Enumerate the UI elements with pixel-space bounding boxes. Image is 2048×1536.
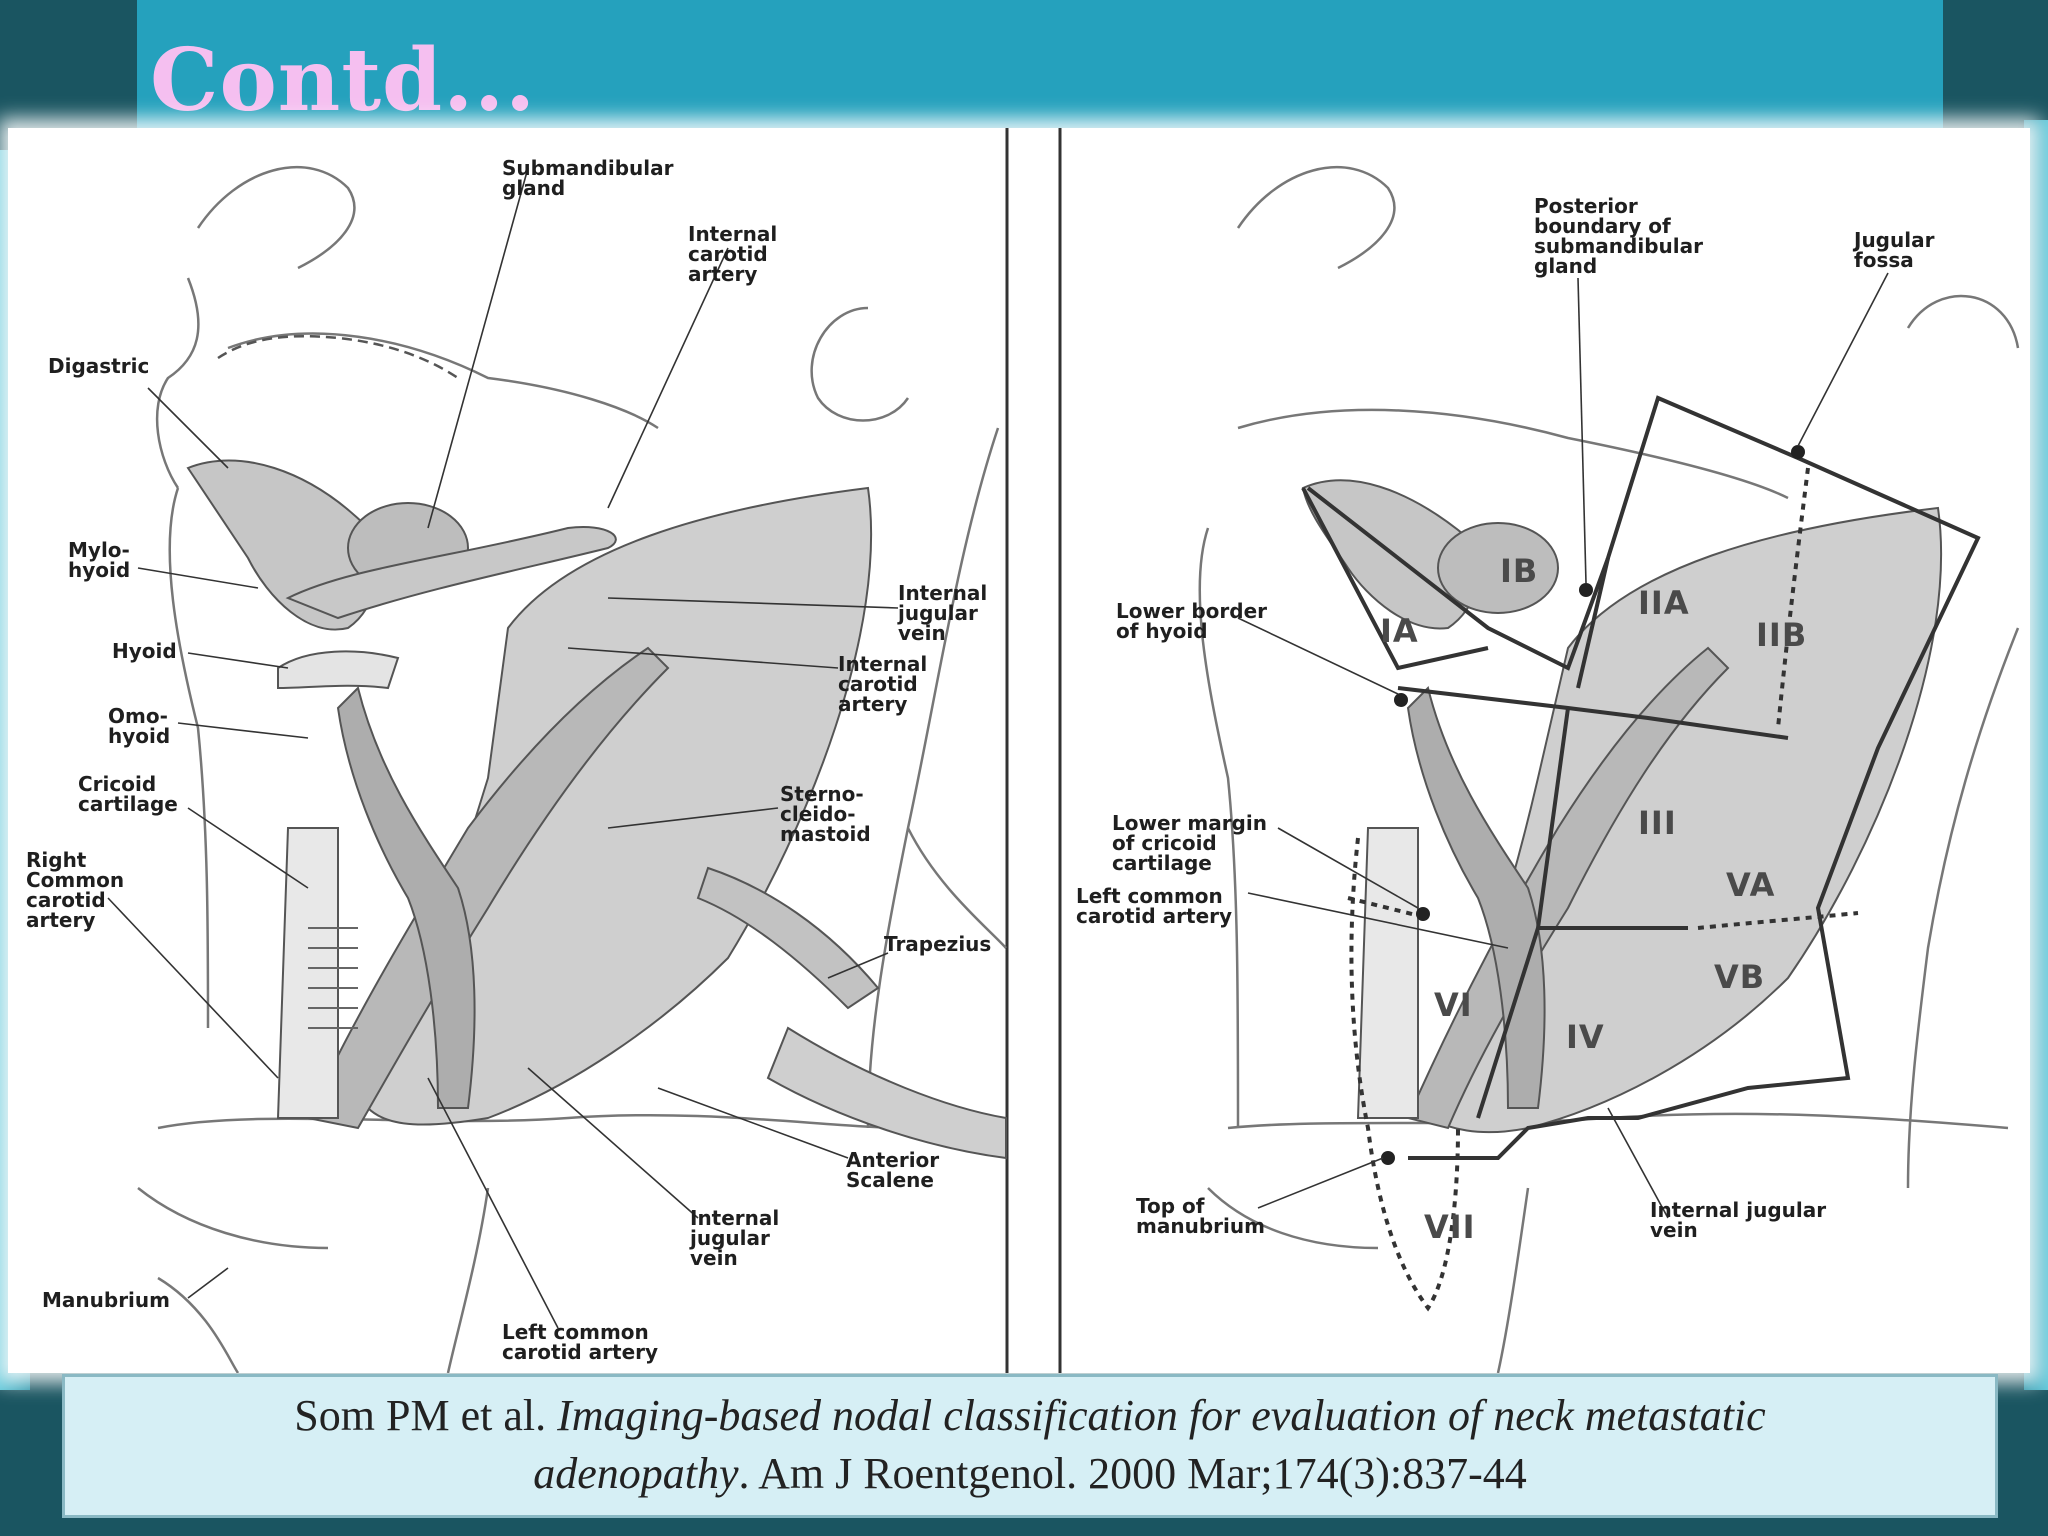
right-markers [1381, 445, 1805, 1165]
citation-box: Som PM et al. Imaging-based nodal classi… [62, 1374, 1998, 1518]
level-vii: VII [1424, 1208, 1476, 1246]
level-iv: IV [1566, 1018, 1605, 1056]
label-jugular-fossa: Jugular fossa [1854, 228, 1935, 272]
level-va: VA [1726, 866, 1776, 904]
slide-title: Contd... [150, 30, 537, 131]
left-trachea [308, 927, 358, 1029]
label-internal-jugular-vein: Internal jugular vein [1650, 1198, 1827, 1242]
title-bar [137, 0, 1943, 135]
level-ib: IB [1500, 552, 1539, 590]
label-submandibular-gland: Submandibular gland [502, 156, 674, 200]
label-digastric: Digastric [48, 354, 150, 378]
label-internal-jugular-vein-right: Internal jugular vein [898, 581, 988, 645]
level-vb: VB [1714, 958, 1766, 996]
label-omohyoid: Omo- hyoid [108, 704, 171, 748]
citation-title-part1: Imaging-based nodal classification for e… [557, 1391, 1766, 1440]
label-internal-carotid-artery-mid: Internal carotid artery [838, 652, 928, 716]
left-leader-lines [107, 167, 899, 1329]
citation-title-part2: adenopathy [533, 1449, 739, 1498]
label-right-common-carotid-artery: Right Common carotid artery [26, 848, 125, 932]
citation-author: Som PM et al. [294, 1391, 558, 1440]
label-lower-border-hyoid: Lower border of hyoid [1116, 599, 1268, 643]
anatomy-figure: Submandibular gland Internal carotid art… [8, 128, 2030, 1373]
level-iia: IIA [1638, 584, 1690, 622]
label-internal-jugular-vein-bottom: Internal jugular vein [690, 1206, 780, 1270]
label-anterior-scalene: Anterior Scalene [846, 1148, 940, 1192]
label-left-common-carotid: Left common carotid artery [1076, 884, 1233, 928]
left-neck-sketch [137, 166, 1007, 1373]
level-ia: IA [1380, 612, 1419, 650]
label-lower-margin-cricoid: Lower margin of cricoid cartilage [1112, 811, 1267, 875]
neck-illustration [107, 128, 2020, 1373]
citation-line-2: adenopathy. Am J Roentgenol. 2000 Mar;17… [65, 1445, 1995, 1503]
label-mylohyoid: Mylo- hyoid [68, 538, 131, 582]
label-hyoid: Hyoid [112, 639, 177, 663]
left-muscles [186, 459, 1007, 1160]
label-cricoid-cartilage: Cricoid cartilage [78, 772, 178, 816]
citation-journal: . Am J Roentgenol. 2000 Mar;174(3):837-4… [738, 1449, 1527, 1498]
right-dotted-lines [1347, 467, 1859, 1312]
level-iib: IIB [1756, 616, 1808, 654]
label-left-common-carotid-artery: Left common carotid artery [502, 1320, 659, 1364]
right-leader-lines [1237, 272, 1889, 1219]
label-trapezius: Trapezius [884, 932, 992, 956]
right-neck-sketch [1198, 166, 2020, 1373]
right-level-boundaries [1301, 395, 1981, 1160]
label-top-of-manubrium: Top of manubrium [1136, 1194, 1265, 1238]
right-muscles [1301, 479, 1943, 1134]
label-posterior-boundary: Posterior boundary of submandibular glan… [1534, 194, 1703, 278]
label-sternocleidomastoid: Sterno- cleido- mastoid [780, 782, 871, 846]
level-iii: III [1638, 804, 1677, 842]
level-vi: VI [1434, 986, 1473, 1024]
citation-line-1: Som PM et al. Imaging-based nodal classi… [65, 1387, 1995, 1445]
label-internal-carotid-artery-top: Internal carotid artery [688, 222, 778, 286]
label-manubrium: Manubrium [42, 1288, 170, 1312]
